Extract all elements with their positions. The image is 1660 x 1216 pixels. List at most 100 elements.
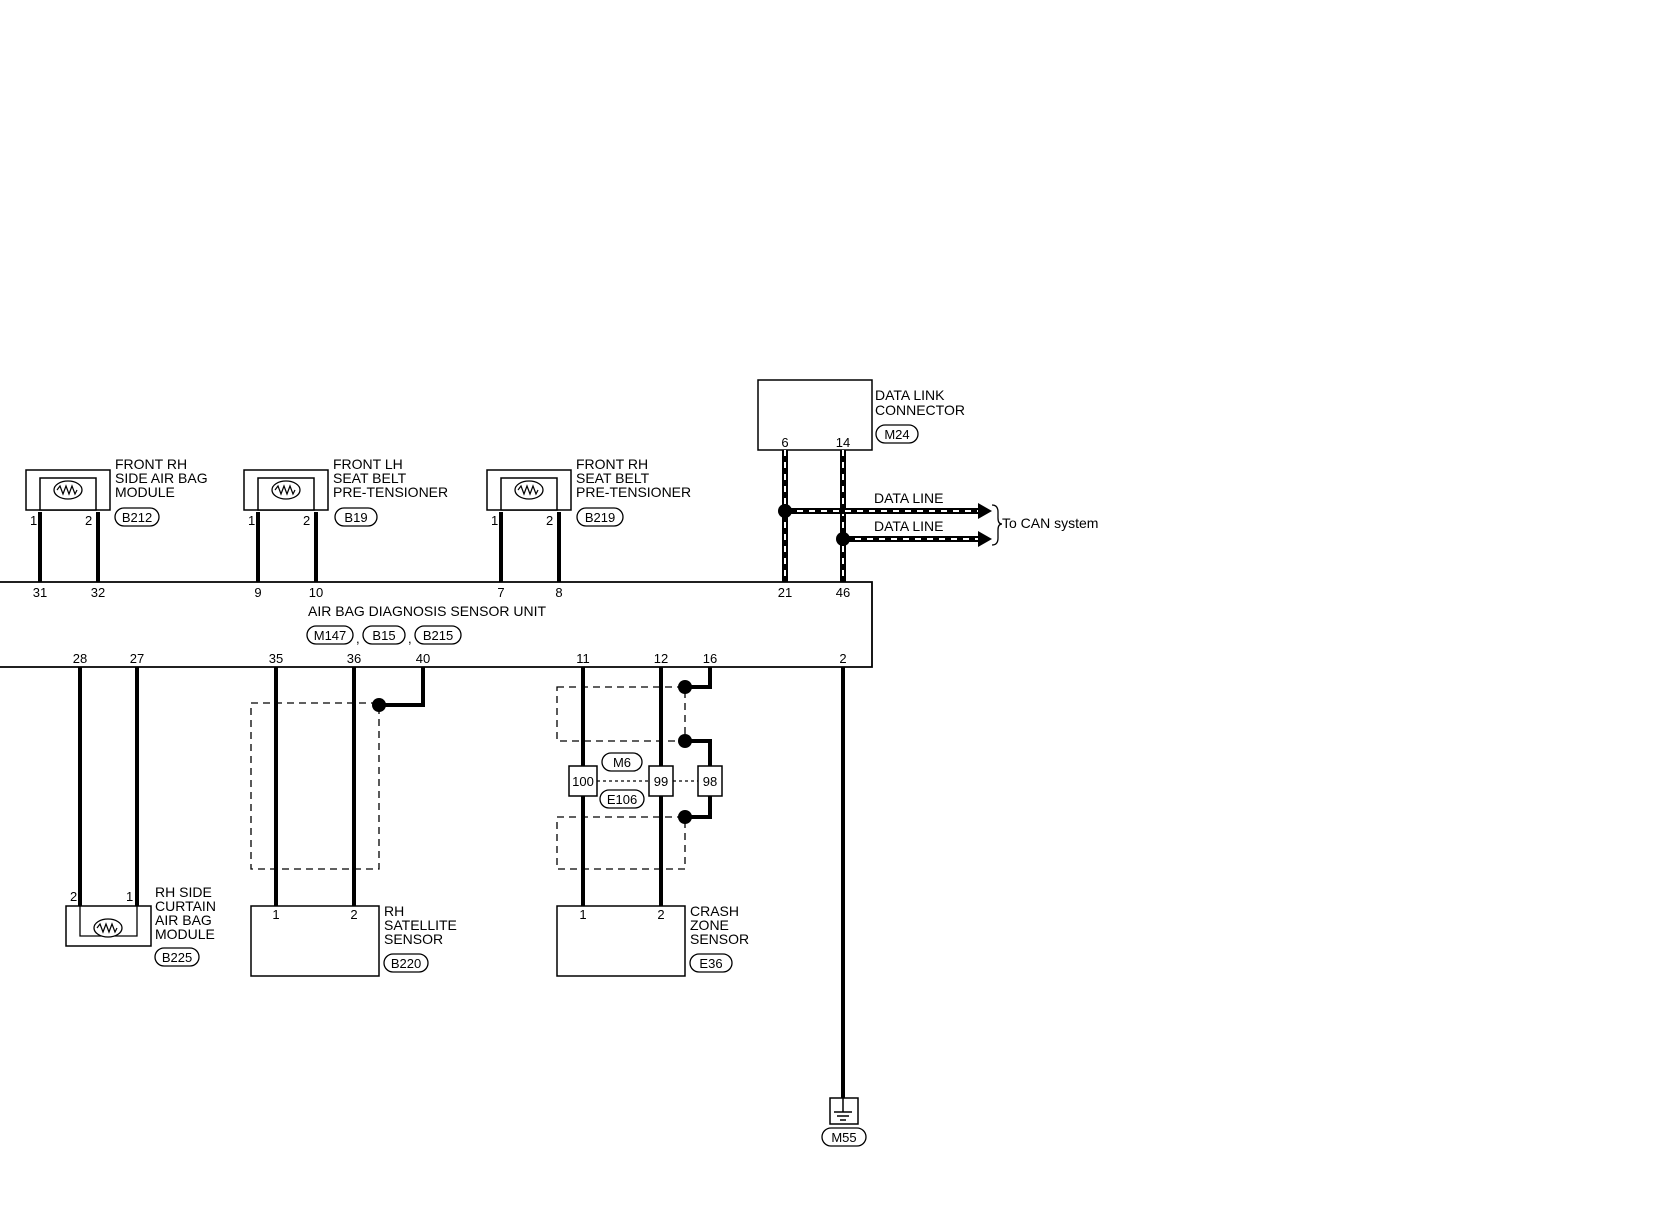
data-line-label: DATA LINE [874, 518, 944, 534]
pin-label: 6 [781, 435, 788, 450]
shield-box [250, 702, 380, 870]
airbag-diagnosis-sensor-unit: AIR BAG DIAGNOSIS SENSOR UNIT M147 , B15… [0, 581, 873, 668]
pin-label: 1 [272, 907, 279, 922]
pin-label: 11 [576, 651, 590, 666]
component-label: CONNECTOR [875, 402, 965, 418]
connector-id: B19 [344, 510, 367, 525]
front-lh-seat-belt-pretensioner: 1 2 FRONT LH SEAT BELT PRE-TENSIONER B19 [243, 456, 448, 528]
pin-label: 40 [416, 651, 430, 666]
pin-label: 1 [30, 513, 37, 528]
pin-label: 2 [70, 889, 77, 904]
connector-id: E36 [699, 956, 722, 971]
separator: , [356, 631, 360, 646]
top-wires [38, 512, 561, 582]
pin-label: 10 [309, 585, 323, 600]
connector-id: M24 [884, 427, 909, 442]
component-label: SEAT BELT [576, 470, 650, 486]
pin-label: 2 [85, 513, 92, 528]
splice-dot [778, 504, 792, 518]
resistor-icon [274, 484, 296, 496]
pin-label: 2 [303, 513, 310, 528]
pin-label: 16 [703, 651, 717, 666]
pin-label: 1 [579, 907, 586, 922]
splice-dot [678, 680, 692, 694]
rh-satellite-sensor: 1 2 RH SATELLITE SENSOR B220 [250, 667, 457, 977]
component-label: PRE-TENSIONER [333, 484, 448, 500]
pin-label: 28 [73, 651, 87, 666]
shield-box [556, 686, 686, 742]
can-destination-label: To CAN system [1002, 515, 1098, 531]
component-label: FRONT LH [333, 456, 403, 472]
pin-label: 12 [654, 651, 668, 666]
splice-dot [372, 698, 386, 712]
connector-id: B219 [585, 510, 615, 525]
pin-label: 14 [836, 435, 850, 450]
unit-title: AIR BAG DIAGNOSIS SENSOR UNIT [308, 603, 546, 619]
crash-zone-sensor-circuit: 100 99 98 M6 E106 1 2 CRASH ZONE SENSOR … [556, 667, 749, 977]
component-label: SENSOR [384, 931, 443, 947]
component-label: FRONT RH [115, 456, 187, 472]
connector-id: M147 [314, 628, 347, 643]
pin-label: 2 [657, 907, 664, 922]
pin-label: 9 [254, 585, 261, 600]
arrow-right-icon [978, 503, 992, 519]
rh-side-curtain-airbag-module: 2 1 RH SIDE CURTAIN AIR BAG MODULE B225 [65, 667, 216, 967]
brace-icon [991, 504, 1003, 546]
component-label: SIDE AIR BAG [115, 470, 208, 486]
pin-label: 27 [130, 651, 144, 666]
joint-terminal-label: 98 [703, 774, 717, 789]
connector-id: B215 [423, 628, 453, 643]
splice-dot [678, 734, 692, 748]
connector-id: B15 [372, 628, 395, 643]
data-link-connector: 6 14 DATA LINK CONNECTOR M24 [757, 379, 965, 451]
can-data-lines: DATA LINE DATA LINE To CAN system [778, 450, 1098, 582]
connector-id: M6 [613, 755, 631, 770]
connector-id: E106 [607, 792, 637, 807]
pin-label: 36 [347, 651, 361, 666]
pin-label: 8 [555, 585, 562, 600]
component-label: SATELLITE [384, 917, 457, 933]
component-label: PRE-TENSIONER [576, 484, 691, 500]
pin-label: 21 [778, 585, 792, 600]
pin-label: 35 [269, 651, 283, 666]
joint-terminal-label: 99 [654, 774, 668, 789]
splice-dot [836, 532, 850, 546]
pin-label: 1 [491, 513, 498, 528]
connector-id: B220 [391, 956, 421, 971]
front-rh-seat-belt-pretensioner: 1 2 FRONT RH SEAT BELT PRE-TENSIONER B21… [486, 456, 691, 528]
pin-label: 2 [546, 513, 553, 528]
component-label: MODULE [115, 484, 175, 500]
pin-label: 2 [839, 651, 846, 666]
shield-box [556, 816, 686, 870]
arrow-right-icon [978, 531, 992, 547]
pin-label: 2 [350, 907, 357, 922]
joint-terminal-label: 100 [572, 774, 594, 789]
component-label: RH [384, 903, 404, 919]
data-line-label: DATA LINE [874, 490, 944, 506]
joint-terminal [568, 765, 598, 797]
pin-label: 1 [248, 513, 255, 528]
connector-id: B212 [122, 510, 152, 525]
pin-label: 31 [33, 585, 47, 600]
component-label: SEAT BELT [333, 470, 407, 486]
front-rh-side-airbag-module: 1 2 FRONT RH SIDE AIR BAG MODULE B212 [25, 456, 208, 528]
component-label: MODULE [155, 926, 215, 942]
component-label: AIR BAG [155, 912, 212, 928]
component-label: RH SIDE [155, 884, 212, 900]
pin-label: 46 [836, 585, 850, 600]
resistor-icon [517, 484, 539, 496]
component-label: SENSOR [690, 931, 749, 947]
component-label: FRONT RH [576, 456, 648, 472]
resistor-icon [56, 484, 78, 496]
ground-circuit: M55 [821, 667, 867, 1147]
splice-dot [678, 810, 692, 824]
pin-label: 32 [91, 585, 105, 600]
separator: , [408, 631, 412, 646]
pin-label: 7 [497, 585, 504, 600]
connector-id: M55 [831, 1130, 856, 1145]
connector-id: B225 [162, 950, 192, 965]
component-label: CRASH [690, 903, 739, 919]
component-label: DATA LINK [875, 387, 945, 403]
resistor-icon [96, 922, 118, 934]
